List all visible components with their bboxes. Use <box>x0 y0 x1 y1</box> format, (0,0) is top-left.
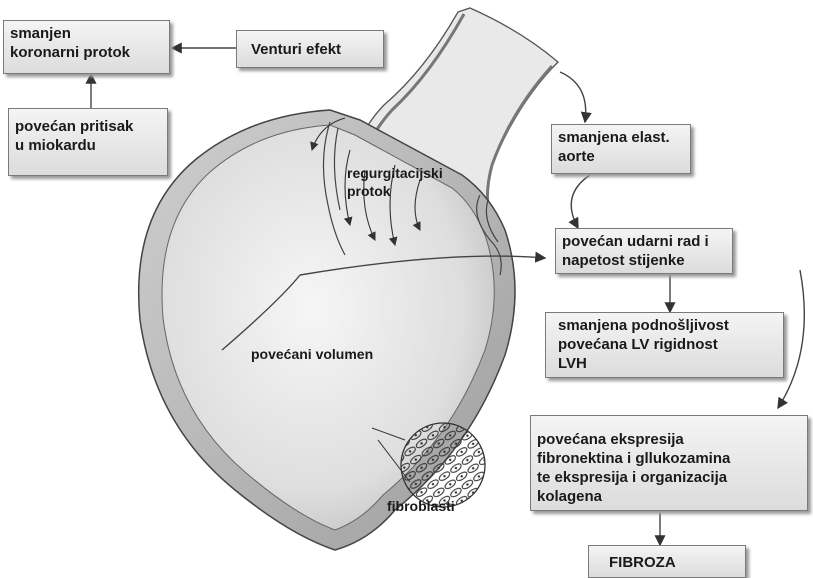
box-povecana-ekspresija: povećana ekspresija fibronektina i glluk… <box>530 415 808 511</box>
box-smanjena-elast-aorte: smanjena elast. aorte <box>551 124 691 174</box>
box-smanjen-koronarni-protok: smanjen koronarni protok <box>3 20 170 74</box>
box-smanjena-podnosljivost: smanjena podnošljivost povećana LV rigid… <box>545 312 784 378</box>
label-regurgitacijski-protok: regurgitacijski protok <box>347 164 443 200</box>
fibroblast-magnifier <box>401 423 485 507</box>
label-fibroblasti: fibroblasti <box>387 497 455 515</box>
label-povecani-volumen: povećani volumen <box>251 345 373 363</box>
box-fibroza: FIBROZA <box>588 545 746 578</box>
box-venturi-efekt: Venturi efekt <box>236 30 384 68</box>
box-povecan-udarni-rad: povećan udarni rad i napetost stijenke <box>555 228 733 274</box>
box-povecan-pritisak: povećan pritisak u miokardu <box>8 108 168 176</box>
